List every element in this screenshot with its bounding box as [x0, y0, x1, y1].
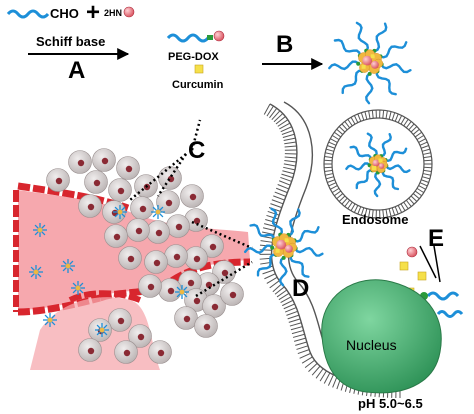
- peg-dox-label: PEG-DOX: [168, 51, 219, 63]
- cho-label: CHO: [50, 6, 79, 21]
- cell-icon: [184, 288, 208, 312]
- cell-icon: [178, 270, 202, 294]
- endosome: [323, 109, 433, 219]
- dox-icon: [213, 30, 225, 42]
- cell-icon: [46, 168, 70, 192]
- cell-icon: [146, 220, 170, 244]
- cell-icon: [128, 324, 152, 348]
- peg-chain-icon: [6, 9, 50, 19]
- micelle-icon: [244, 207, 324, 287]
- label-c: C: [188, 137, 205, 164]
- cell-icon: [220, 282, 244, 306]
- cell-icon: [78, 338, 102, 362]
- tumor-tissue: [13, 148, 251, 370]
- label-d: D: [292, 275, 309, 302]
- nucleus: [321, 279, 442, 394]
- nucleus-label: Nucleus: [346, 337, 397, 353]
- micelle-icon: [175, 285, 189, 299]
- cell-icon: [180, 184, 204, 208]
- curcumin-icon: [194, 64, 204, 74]
- cell-icon: [114, 340, 138, 364]
- peg-chain-icon: [426, 291, 460, 301]
- cell-icon: [126, 218, 150, 242]
- plus-sign: +: [86, 0, 100, 26]
- micelle-icon: [345, 132, 411, 198]
- callout-lines: [129, 119, 253, 298]
- cell-icon: [212, 260, 236, 284]
- cell-icon: [144, 250, 168, 274]
- micelle-icon: [151, 205, 165, 219]
- curcumin-icon: [417, 271, 427, 281]
- micelle-icon: [43, 313, 57, 327]
- cell-icon: [200, 234, 224, 258]
- micelle-icon: [61, 259, 75, 273]
- ph-label: pH 5.0~6.5: [358, 396, 423, 411]
- dox-icon: [406, 246, 418, 258]
- cell-icon: [138, 274, 162, 298]
- curcumin-label: Curcumin: [172, 79, 224, 91]
- cell-icon: [174, 306, 198, 330]
- cell-icon: [92, 148, 116, 172]
- micelle-icon: [29, 265, 43, 279]
- cell-icon: [194, 314, 218, 338]
- released-drug: [399, 245, 464, 318]
- micelle-icon: [328, 21, 412, 105]
- cell-icon: [108, 308, 132, 332]
- cell-icon: [78, 194, 102, 218]
- schiff-base-label: Schiff base: [36, 34, 105, 49]
- cell-icon: [116, 156, 140, 180]
- cell-icon: [184, 246, 208, 270]
- micelle-icon: [113, 205, 127, 219]
- cell-icon: [158, 278, 182, 302]
- cell-icon: [84, 170, 108, 194]
- micelle-icon: [33, 223, 47, 237]
- micelle-icon: [95, 323, 109, 337]
- cell-icon: [108, 178, 132, 202]
- label-e: E: [428, 225, 444, 252]
- cell-icon: [130, 196, 154, 220]
- cell-icon: [148, 340, 172, 364]
- step-a-label: A: [68, 57, 85, 84]
- dox-icon: [123, 6, 135, 18]
- peg-dox-chain: [166, 33, 210, 43]
- micelle-icon: [71, 281, 85, 295]
- cell-icon: [166, 214, 190, 238]
- cell-icon: [104, 224, 128, 248]
- cell-icon: [118, 246, 142, 270]
- step-b-label: B: [276, 31, 293, 58]
- endosome-label: Endosome: [342, 212, 408, 227]
- reaction-row: CHO + 2HN Schiff base A PEG-DOX Curcumin…: [6, 0, 324, 91]
- cell-icon: [158, 166, 182, 190]
- peg-chain-icon: [436, 310, 464, 318]
- cell-icon: [68, 150, 92, 174]
- curcumin-icon: [399, 261, 409, 271]
- cell-icon: [164, 244, 188, 268]
- amine-label: 2HN: [104, 8, 122, 18]
